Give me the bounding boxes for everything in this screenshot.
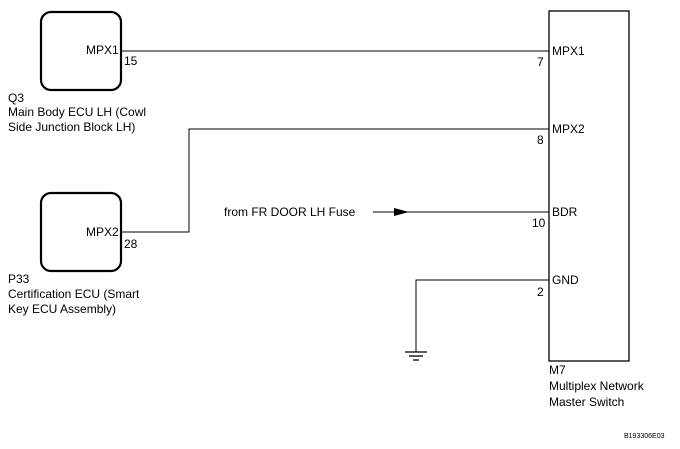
- m7-terminal-gnd: GND: [552, 273, 579, 287]
- q3-name-line1: Main Body ECU LH (Cowl: [8, 105, 146, 119]
- p33-name-line2: Key ECU Assembly): [8, 302, 116, 316]
- m7-terminal-mpx2: MPX2: [552, 122, 585, 136]
- ground-icon: [405, 351, 427, 361]
- wire-mpx2: [121, 128, 549, 233]
- q3-terminal-label: MPX1: [86, 43, 119, 57]
- m7-pin-10: 10: [532, 216, 546, 230]
- p33-name-line1: Certification ECU (Smart: [8, 287, 140, 301]
- m7-pin-2: 2: [537, 285, 544, 299]
- arrow-right-icon: [394, 208, 409, 216]
- m7-pin-7: 7: [537, 55, 544, 69]
- fuse-source-label: from FR DOOR LH Fuse: [224, 205, 356, 219]
- p33-pin-number: 28: [124, 237, 138, 251]
- m7-name-line2: Master Switch: [549, 395, 624, 409]
- m7-code: M7: [549, 363, 566, 377]
- p33-terminal-label: MPX2: [86, 225, 119, 239]
- m7-terminal-mpx1: MPX1: [552, 44, 585, 58]
- q3-name-line2: Side Junction Block LH): [8, 120, 135, 134]
- figure-code: B193306E03: [624, 433, 665, 440]
- m7-name-line1: Multiplex Network: [549, 379, 645, 393]
- master-switch-box: [548, 10, 630, 362]
- wire-gnd: [415, 279, 549, 352]
- q3-pin-number: 15: [124, 54, 138, 68]
- m7-pin-8: 8: [537, 133, 544, 147]
- q3-code: Q3: [8, 91, 24, 105]
- m7-terminal-bdr: BDR: [552, 205, 578, 219]
- p33-code: P33: [8, 272, 30, 286]
